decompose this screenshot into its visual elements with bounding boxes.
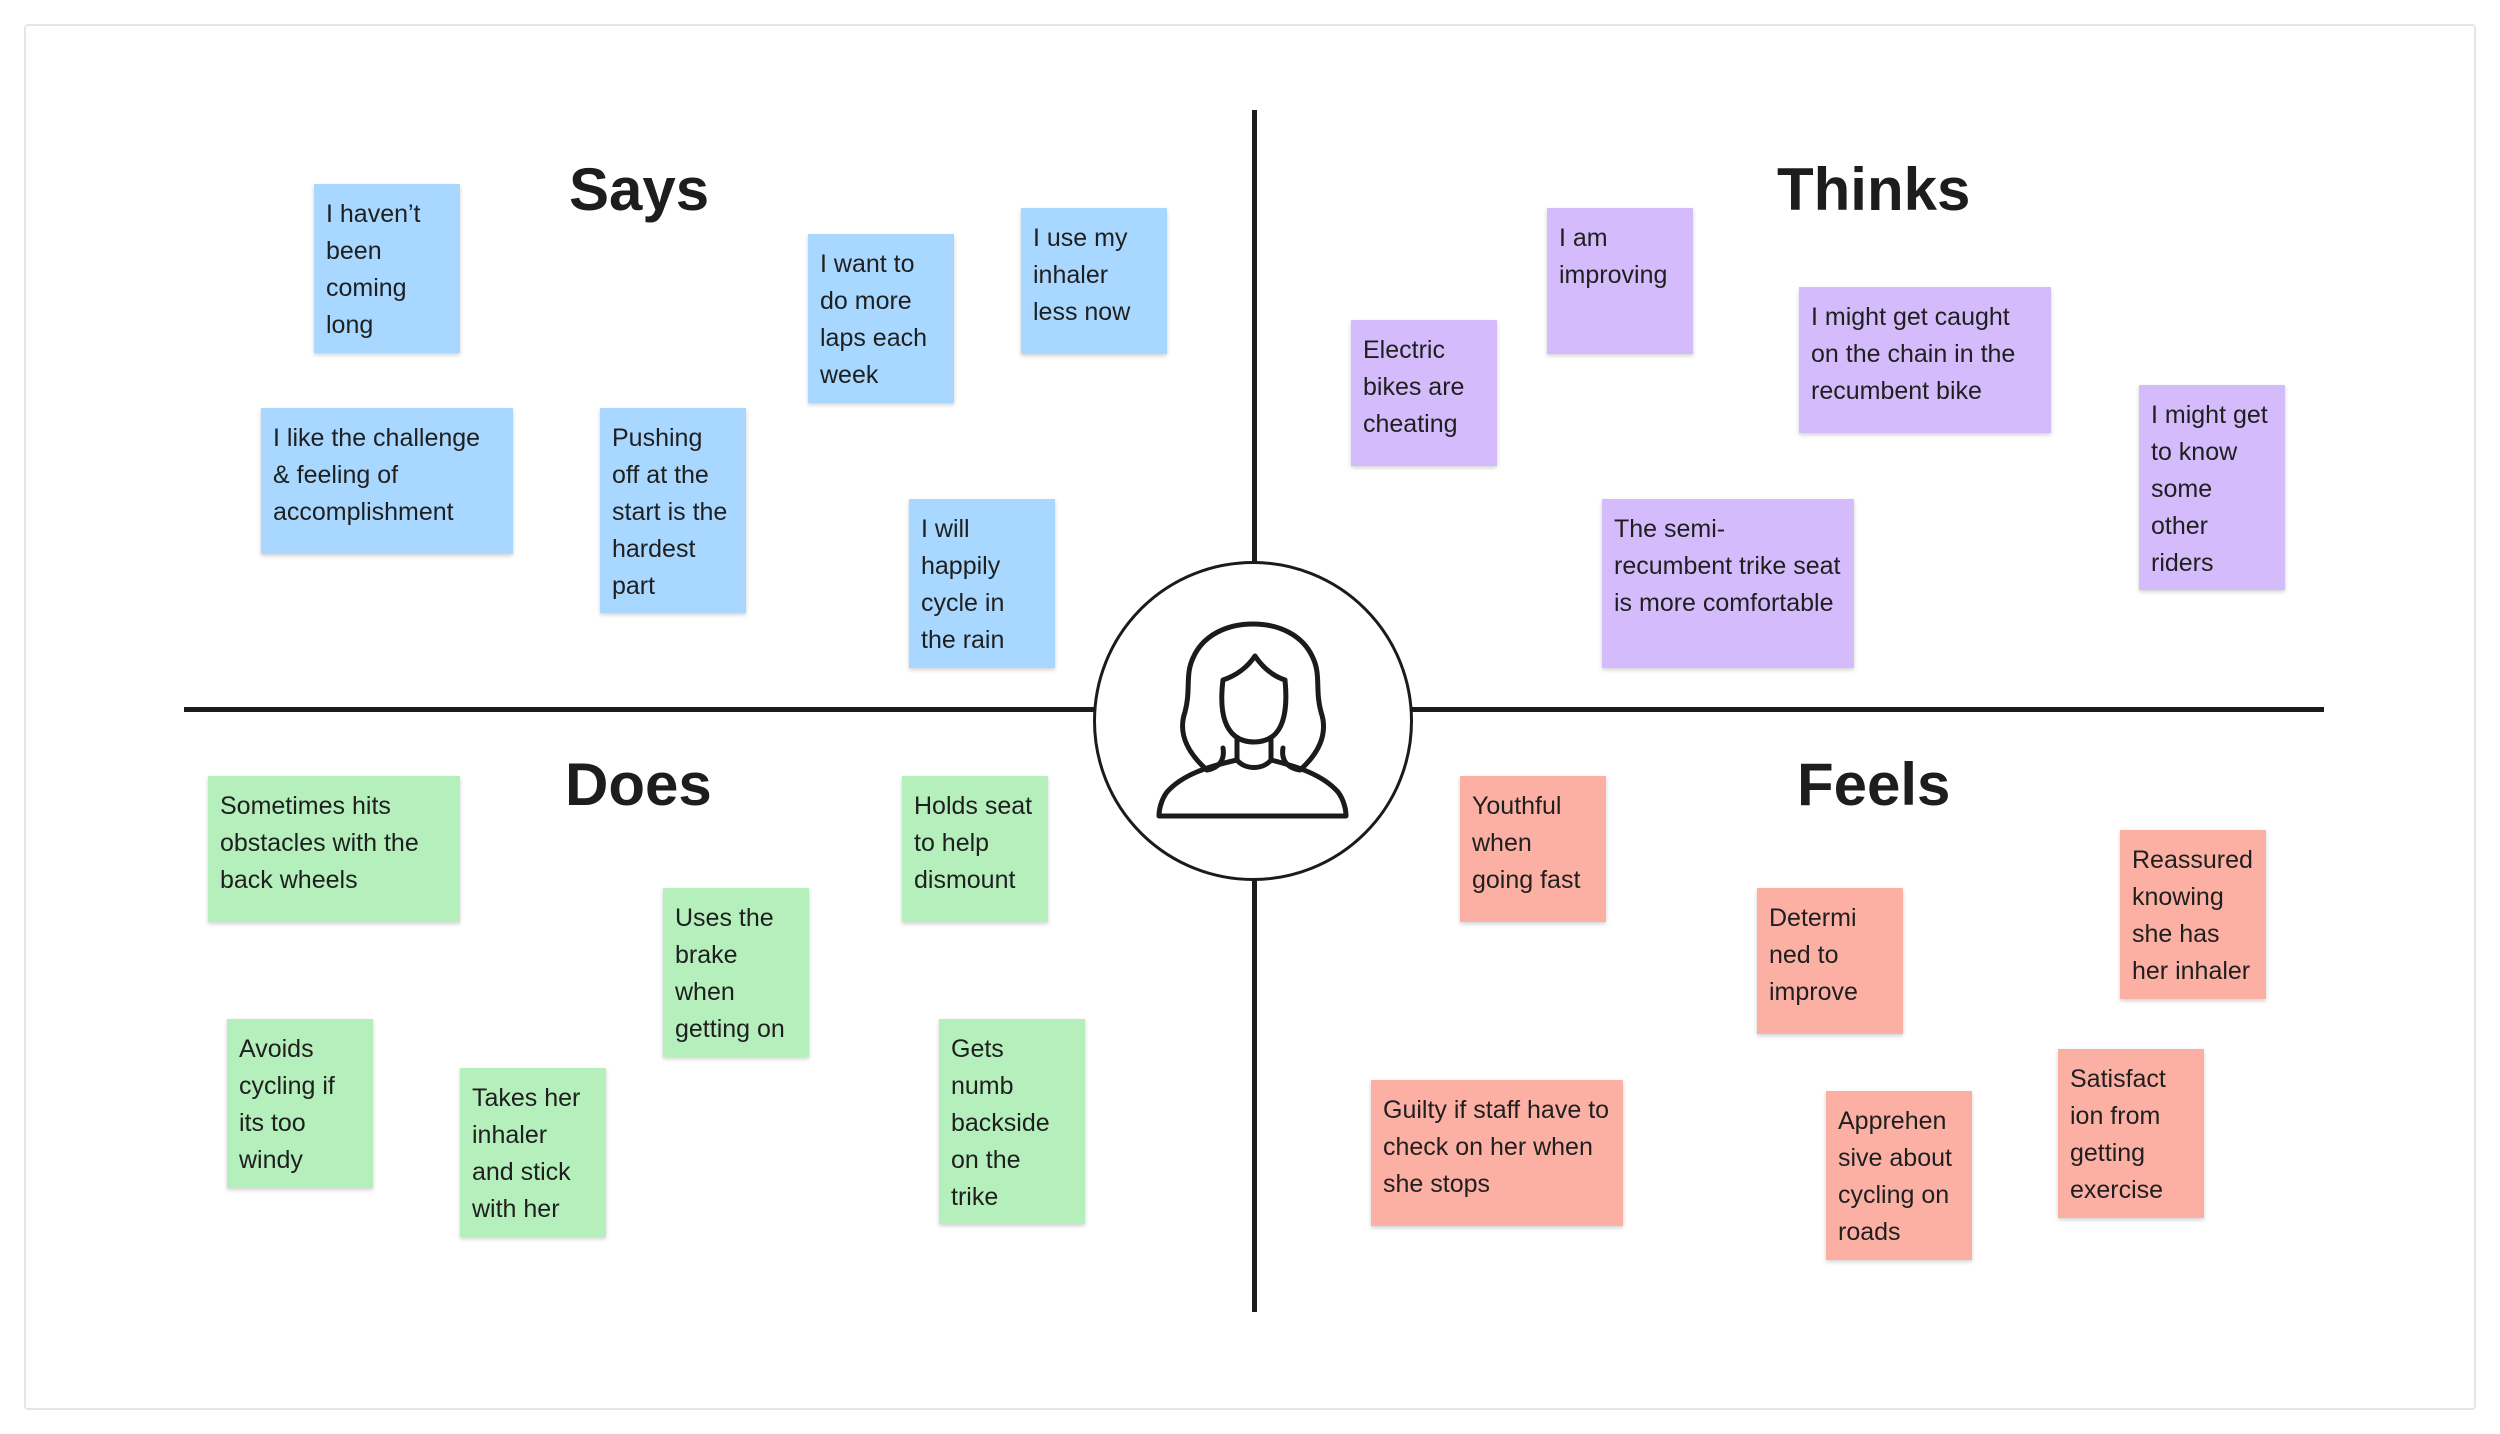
thinks-note[interactable]: I might get to know some other riders <box>2139 385 2285 590</box>
does-note[interactable]: Avoids cycling if its too windy <box>227 1019 373 1188</box>
feels-note[interactable]: Youthful when going fast <box>1460 776 1606 922</box>
says-note[interactable]: I like the challenge & feeling of accomp… <box>261 408 513 554</box>
does-note[interactable]: Sometimes hits obstacles with the back w… <box>208 776 460 922</box>
thinks-note[interactable]: The semi-recumbent trike seat is more co… <box>1602 499 1854 668</box>
thinks-note[interactable]: I am improving <box>1547 208 1693 354</box>
says-heading: Says <box>569 156 710 223</box>
thinks-heading: Thinks <box>1777 156 1971 223</box>
person-icon <box>1156 621 1349 819</box>
does-note[interactable]: Holds seat to help dismount <box>902 776 1048 922</box>
feels-heading: Feels <box>1797 751 1951 818</box>
says-note[interactable]: I haven’t been coming long <box>314 184 460 353</box>
vertical-axis-bottom <box>1252 878 1257 1312</box>
feels-note[interactable]: Guilty if staff have to check on her whe… <box>1371 1080 1623 1226</box>
does-note[interactable]: Gets numb backside on the trike <box>939 1019 1085 1224</box>
does-note[interactable]: Takes her inhaler and stick with her <box>460 1068 606 1237</box>
does-heading: Does <box>565 751 712 818</box>
feels-note[interactable]: Determi ned to improve <box>1757 888 1903 1034</box>
horizontal-axis-right <box>1412 707 2324 712</box>
horizontal-axis-left <box>184 707 1094 712</box>
center-circle <box>1093 561 1413 881</box>
says-note[interactable]: I want to do more laps each week <box>808 234 954 403</box>
feels-note[interactable]: Reassured knowing she has her inhaler <box>2120 830 2266 999</box>
does-note[interactable]: Uses the brake when getting on <box>663 888 809 1057</box>
says-note[interactable]: Pushing off at the start is the hardest … <box>600 408 746 613</box>
vertical-axis-top <box>1252 110 1257 562</box>
says-note[interactable]: I use my inhaler less now <box>1021 208 1167 354</box>
thinks-note[interactable]: I might get caught on the chain in the r… <box>1799 287 2051 433</box>
feels-note[interactable]: Satisfact ion from getting exercise <box>2058 1049 2204 1218</box>
thinks-note[interactable]: Electric bikes are cheating <box>1351 320 1497 466</box>
says-note[interactable]: I will happily cycle in the rain <box>909 499 1055 668</box>
feels-note[interactable]: Apprehen sive about cycling on roads <box>1826 1091 1972 1260</box>
